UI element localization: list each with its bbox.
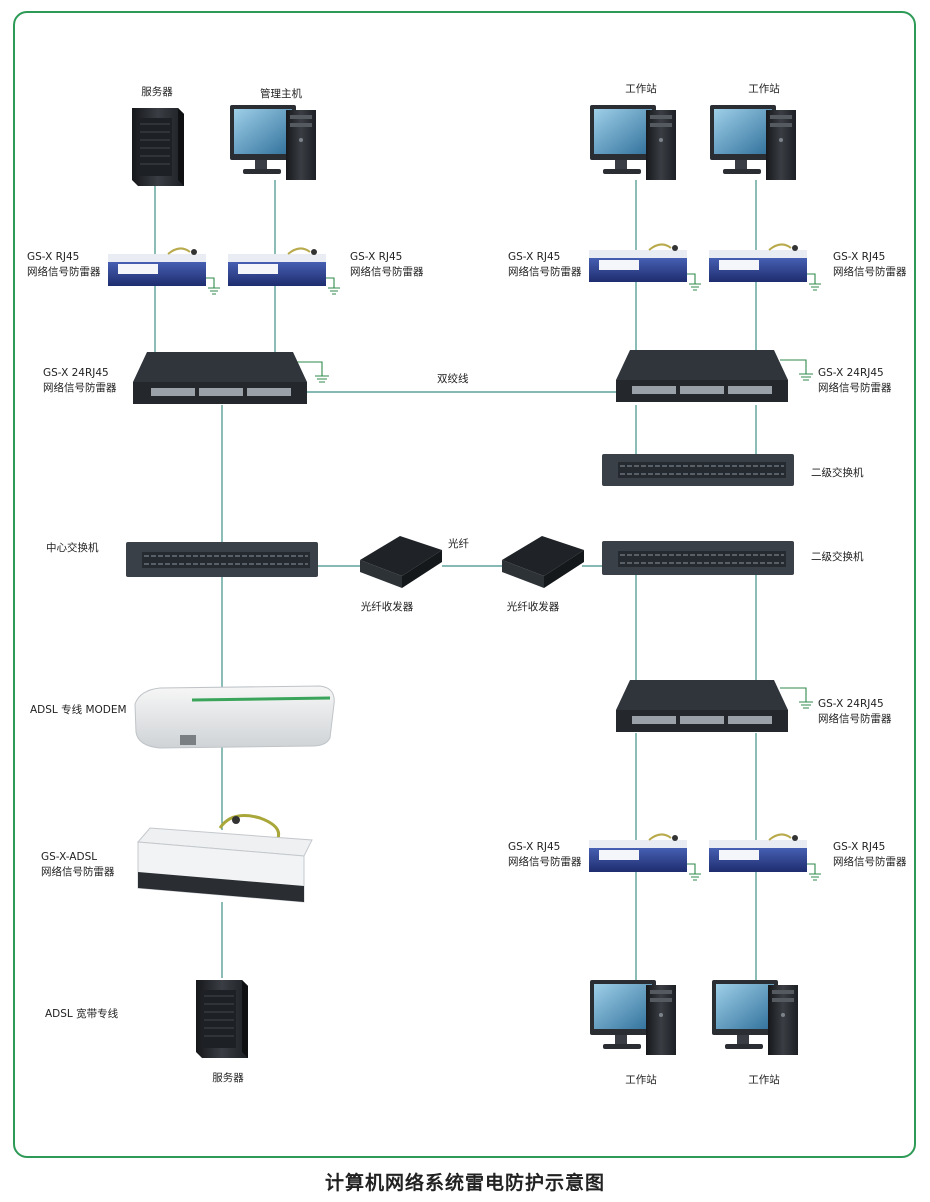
label-server-top: 服务器 <box>141 86 173 98</box>
rj45-arrester-icon <box>108 247 206 286</box>
fiber-transceiver-icon <box>360 536 442 588</box>
label-adsl-modem: ADSL 专线 MODEM <box>30 704 127 716</box>
label-fiber-transceiver: 光纤收发器 <box>506 601 560 613</box>
ground-icon <box>807 863 821 881</box>
connection-lines <box>154 180 757 985</box>
label-twisted-pair: 双绞线 <box>437 373 469 385</box>
server-tower-icon <box>196 980 248 1058</box>
rj45-24-arrester-icon <box>616 350 788 402</box>
diagram-title: 计算机网络系统雷电防护示意图 <box>324 1172 605 1194</box>
ground-symbols <box>206 273 821 881</box>
label-fiber: 光纤 <box>448 538 469 550</box>
core-switch-icon <box>126 542 318 577</box>
ground-icon <box>780 687 813 709</box>
ground-icon <box>326 277 340 295</box>
label-workstation: 工作站 <box>625 83 657 95</box>
ground-icon <box>807 273 821 291</box>
server-tower-icon <box>132 108 184 186</box>
workstation-computer-icon <box>710 105 796 180</box>
label-server-bottom: 服务器 <box>212 1072 244 1084</box>
workstation-computer-icon <box>590 980 676 1055</box>
rj45-arrester-icon <box>589 833 687 872</box>
label-workstation: 工作站 <box>625 1074 657 1086</box>
level2-switch-icon <box>602 541 794 575</box>
ground-icon <box>687 273 701 291</box>
label-fiber-transceiver: 光纤收发器 <box>360 601 414 613</box>
label-level2-switch: 二级交换机 <box>811 551 864 563</box>
rj45-arrester-icon <box>228 247 326 286</box>
rj45-24-arrester-icon <box>133 352 307 404</box>
level2-switch-icon <box>602 454 794 486</box>
rj45-arrester-icon <box>709 243 807 282</box>
label-core-switch: 中心交换机 <box>46 542 99 554</box>
label-workstation: 工作站 <box>748 1074 780 1086</box>
workstation-computer-icon <box>712 980 798 1055</box>
adsl-arrester-icon <box>136 814 313 903</box>
label-workstation: 工作站 <box>748 83 780 95</box>
fiber-transceiver-icon <box>502 536 584 588</box>
ground-icon <box>206 277 220 295</box>
admin-computer-icon <box>230 105 316 180</box>
workstation-computer-icon <box>590 105 676 180</box>
ground-icon <box>780 359 813 381</box>
ground-icon <box>292 361 329 383</box>
rj45-arrester-icon <box>709 833 807 872</box>
adsl-modem-icon <box>134 685 335 749</box>
label-level2-switch: 二级交换机 <box>811 467 864 479</box>
ground-icon <box>687 863 701 881</box>
diagram-frame <box>13 11 916 1158</box>
rj45-24-arrester-icon <box>616 680 788 732</box>
label-admin-host: 管理主机 <box>260 88 302 100</box>
label-adsl-line: ADSL 宽带专线 <box>45 1008 119 1020</box>
rj45-arrester-icon <box>589 243 687 282</box>
